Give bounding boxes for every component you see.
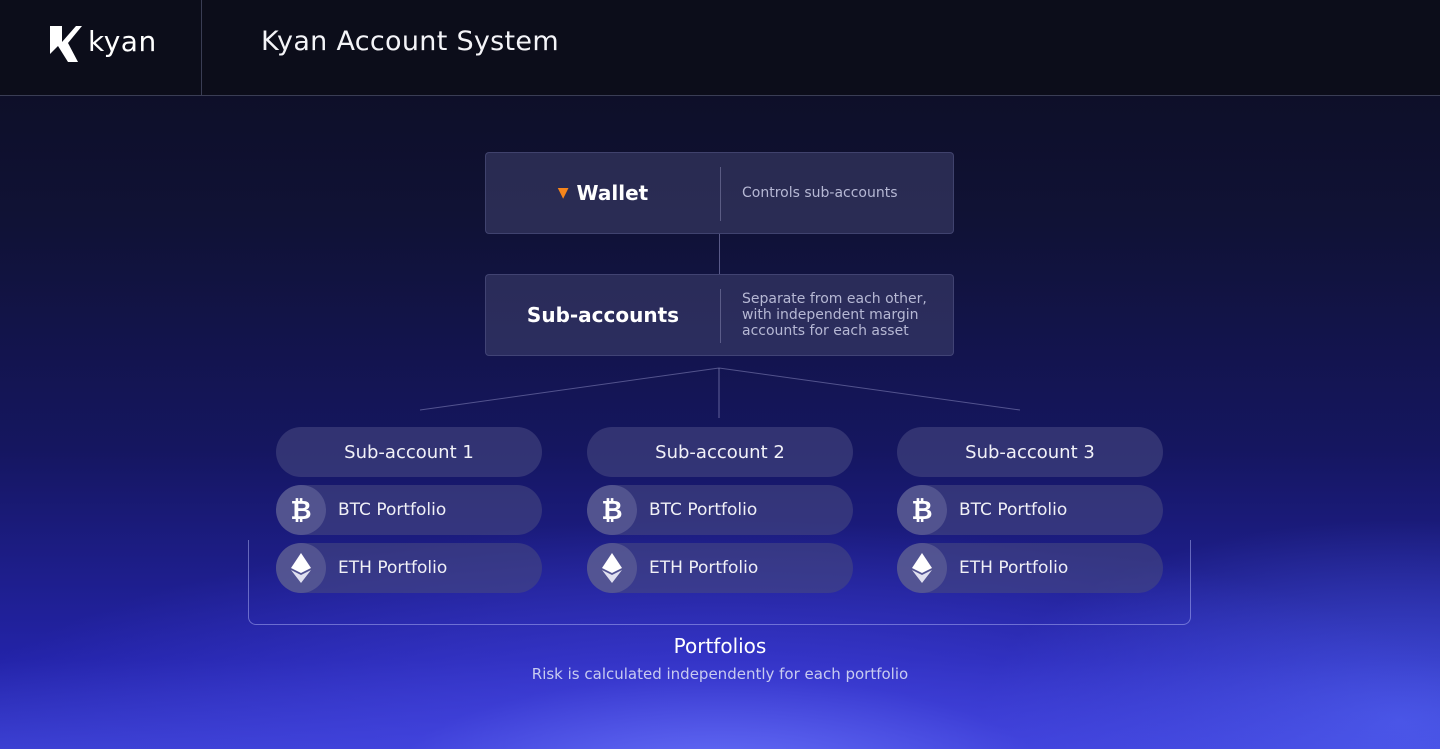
subaccount-1-eth-portfolio[interactable]: ETH Portfolio: [276, 543, 542, 593]
bitcoin-icon: ₿: [897, 485, 947, 535]
branch-left-line: [419, 367, 720, 411]
wallet-title: ▼ Wallet: [486, 153, 720, 233]
subaccounts-card: Sub-accounts Separate from each other, w…: [485, 274, 954, 356]
subaccount-1-btc-portfolio[interactable]: ₿ BTC Portfolio: [276, 485, 542, 535]
brand-name: kyan: [88, 24, 157, 58]
description-line: Separate from each other,: [742, 291, 927, 307]
wallet-card: ▼ Wallet Controls sub-accounts: [485, 152, 954, 234]
subaccount-2-btc-portfolio[interactable]: ₿ BTC Portfolio: [587, 485, 853, 535]
wallet-label: Wallet: [576, 181, 649, 205]
ethereum-icon: [276, 543, 326, 593]
bitcoin-icon: ₿: [587, 485, 637, 535]
subaccount-3-header[interactable]: Sub-account 3: [897, 427, 1163, 477]
kyan-logo-icon: [50, 26, 82, 62]
subaccount-1-header[interactable]: Sub-account 1: [276, 427, 542, 477]
branch-right-line: [718, 367, 1021, 411]
subaccount-2-eth-portfolio[interactable]: ETH Portfolio: [587, 543, 853, 593]
subaccounts-description: Separate from each other, with independe…: [742, 275, 942, 355]
portfolio-label: ETH Portfolio: [649, 558, 759, 578]
portfolio-label: BTC Portfolio: [338, 500, 447, 520]
subaccount-3-btc-portfolio[interactable]: ₿ BTC Portfolio: [897, 485, 1163, 535]
subaccounts-label: Sub-accounts: [526, 303, 680, 327]
metamask-fox-icon: ▼: [557, 185, 569, 201]
subaccount-3-eth-portfolio[interactable]: ETH Portfolio: [897, 543, 1163, 593]
wallet-description: Controls sub-accounts: [742, 185, 898, 201]
ethereum-icon: [587, 543, 637, 593]
header-bar: kyan Kyan Account System: [0, 0, 1440, 96]
portfolio-label: ETH Portfolio: [338, 558, 448, 578]
card-divider: [720, 289, 721, 343]
ethereum-icon: [897, 543, 947, 593]
header-divider: [201, 0, 202, 95]
portfolio-label: ETH Portfolio: [959, 558, 1069, 578]
portfolio-label: BTC Portfolio: [649, 500, 758, 520]
description-line: accounts for each asset: [742, 323, 909, 339]
description-line: with independent margin: [742, 307, 919, 323]
card-divider: [720, 167, 721, 221]
bitcoin-icon: ₿: [276, 485, 326, 535]
portfolios-bracket: [248, 540, 1191, 625]
brand-logo[interactable]: kyan: [48, 22, 157, 64]
connector-line: [719, 234, 720, 274]
portfolios-title: Portfolios: [673, 634, 767, 658]
subaccount-2-header[interactable]: Sub-account 2: [587, 427, 853, 477]
portfolio-label: BTC Portfolio: [959, 500, 1068, 520]
page-title: Kyan Account System: [261, 26, 559, 57]
portfolios-subtitle: Risk is calculated independently for eac…: [531, 665, 909, 683]
